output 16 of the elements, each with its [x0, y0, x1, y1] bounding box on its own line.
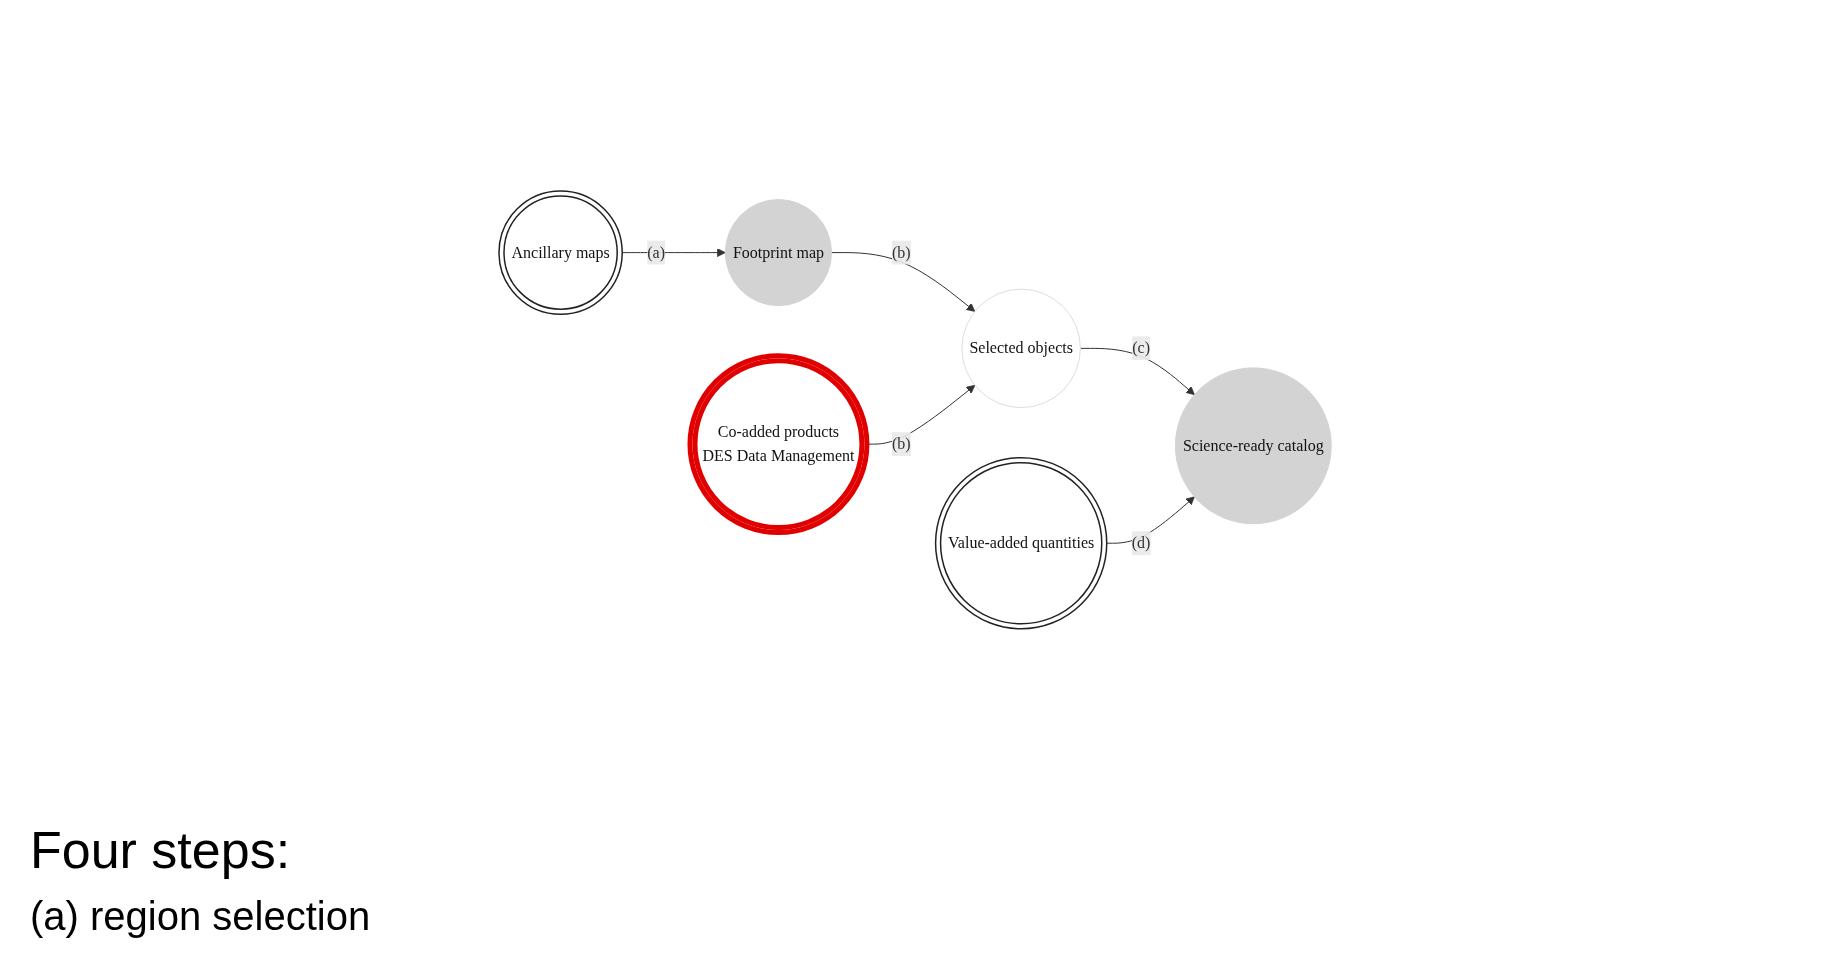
edge-label: (d) [1132, 534, 1151, 552]
arrow [622, 248, 727, 258]
edge-label: (b) [892, 435, 911, 453]
heading: Four steps: [30, 820, 292, 880]
edge-label: (b) [892, 243, 911, 261]
node-circle: Value-added quantities [935, 456, 1108, 630]
node-circle: Ancillary maps [498, 190, 624, 316]
arrow [831, 252, 976, 312]
note-text: (a) region selection [30, 894, 371, 939]
node-circle: Co-added products DES Data Management [687, 353, 870, 536]
node-circle: Selected objects [961, 288, 1082, 409]
node-circle: Footprint map [725, 199, 833, 307]
edge-label: (c) [1132, 339, 1151, 357]
edge-label: (a) [647, 243, 666, 261]
node-circle: Science-ready catalog [1175, 367, 1333, 525]
arrow [1080, 347, 1196, 396]
